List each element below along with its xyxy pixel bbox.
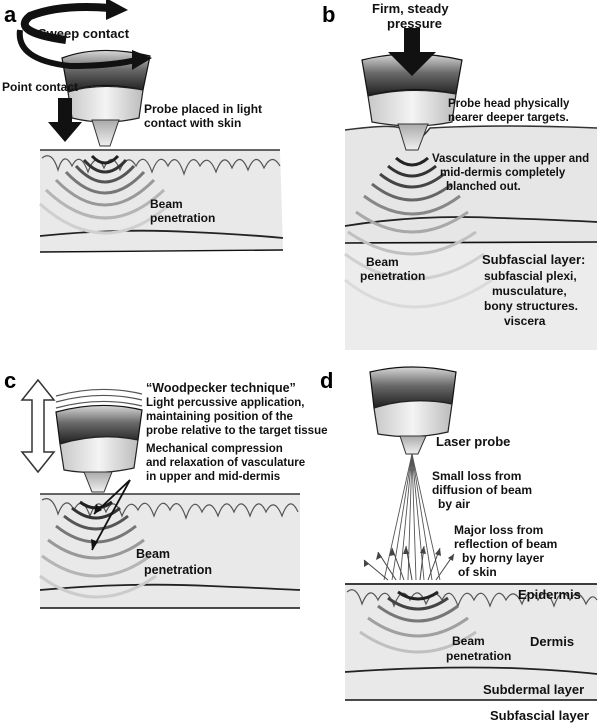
- label-major-4-d: of skin: [458, 565, 497, 579]
- laser-beam-fan-d: [383, 453, 441, 581]
- label-subfascial-title-b: Subfascial layer:: [482, 252, 585, 267]
- sweep-arrow-head-top-a: [106, 0, 128, 20]
- label-probe-head-1-b: Probe head physically: [448, 98, 570, 110]
- dermal-boundary-b: [344, 216, 598, 227]
- probe-d: [369, 366, 457, 455]
- subdermal-line-c: [39, 583, 301, 591]
- label-subfascial-2-b: musculature,: [492, 284, 567, 298]
- tissue-block-c: [40, 494, 300, 608]
- beam-arcs-c: [39, 500, 157, 599]
- panel-b: b Firm, steady pressure Probe: [322, 1, 598, 350]
- panel-letter-c: c: [4, 368, 16, 393]
- label-pressure-1-b: Firm, steady: [372, 1, 449, 16]
- tissue-block-a: [40, 150, 283, 252]
- pointer-head-1-c: [94, 504, 102, 514]
- panel-letter-b: b: [322, 2, 335, 27]
- panel-c: c “Woodpecker tech: [4, 368, 328, 609]
- label-probe-note-1-a: Probe placed in light: [144, 102, 262, 116]
- panel-a: a Sweep contact Point: [2, 0, 284, 253]
- dermal-papillae-d: [346, 589, 598, 608]
- up-down-arrow-c: [20, 378, 56, 474]
- label-vasc-2-b: mid-dermis completely: [440, 167, 566, 179]
- label-beam-2-c: penetration: [144, 563, 212, 577]
- label-subfascial-d: Subfascial layer: [490, 708, 589, 723]
- label-sweep-contact: Sweep contact: [38, 26, 130, 41]
- label-small-1-d: Small loss from: [432, 469, 521, 483]
- label-beam-2-b: penetration: [360, 269, 425, 283]
- label-probe-head-2-b: nearer deeper targets.: [448, 112, 569, 124]
- panel-d: d: [320, 366, 598, 723]
- label-subfascial-4-b: viscera: [504, 314, 546, 328]
- label-pressure-2-b: pressure: [387, 16, 442, 31]
- pointer-line-2-c: [91, 479, 131, 551]
- panel-letter-a: a: [4, 2, 17, 27]
- beam-arcs-d: [359, 590, 477, 654]
- label-point-contact: Point contact: [2, 80, 78, 94]
- label-vasc-3-b: blanched out.: [446, 181, 521, 193]
- label-major-3-d: by horny layer: [462, 551, 544, 565]
- label-woodpecker-c: “Woodpecker technique”: [146, 381, 296, 395]
- tissue-block-d: [345, 584, 597, 700]
- label-small-2-d: diffusion of beam: [432, 483, 532, 497]
- tissue-lower-b: [345, 242, 597, 350]
- fascia-line-b: [344, 241, 598, 244]
- label-beam-1-a: Beam: [150, 197, 183, 211]
- subdermal-line-a: [39, 229, 284, 239]
- label-beam-1-d: Beam: [452, 634, 485, 648]
- sweep-arrow-a: [20, 3, 111, 44]
- probe-c: [55, 388, 143, 493]
- label-probe-note-2-a: contact with skin: [144, 116, 241, 130]
- label-major-2-d: reflection of beam: [454, 537, 557, 551]
- label-beam-2-d: penetration: [446, 649, 511, 663]
- label-mech-1-c: Mechanical compression: [146, 443, 283, 455]
- label-vasc-1-b: Vasculature in the upper and: [432, 153, 589, 165]
- pointer-head-2-c: [91, 539, 98, 550]
- pressure-arrow-b: [388, 28, 436, 76]
- label-beam-1-c: Beam: [136, 547, 170, 561]
- label-subfascial-1-b: subfascial plexi,: [484, 269, 577, 283]
- label-mech-3-c: in upper and mid-dermis: [146, 471, 280, 483]
- dermal-papillae-a: [41, 155, 281, 176]
- reflection-arrowheads-d: [364, 546, 454, 567]
- label-beam-2-a: penetration: [150, 211, 215, 225]
- label-subdermal-d: Subdermal layer: [483, 682, 584, 697]
- label-beam-1-b: Beam: [366, 255, 399, 269]
- label-light-1-c: Light percussive application,: [146, 397, 304, 409]
- label-subfascial-3-b: bony structures.: [484, 299, 578, 313]
- label-dermis-d: Dermis: [530, 634, 574, 649]
- label-light-3-c: probe relative to the target tissue: [146, 425, 328, 437]
- sweep-arrow-lower-a: [16, 29, 137, 70]
- label-light-2-c: maintaining position of the: [146, 411, 293, 423]
- label-small-3-d: by air: [438, 497, 470, 511]
- tissue-bottom-a: [39, 249, 284, 253]
- subdermal-line-d: [344, 666, 598, 675]
- panel-letter-d: d: [320, 368, 333, 393]
- label-major-1-d: Major loss from: [454, 523, 543, 537]
- label-laser-probe-d: Laser probe: [436, 434, 510, 449]
- label-epidermis-d: Epidermis: [518, 587, 581, 602]
- beam-arcs-a: [39, 154, 171, 235]
- point-contact-arrow-a: [48, 98, 82, 142]
- sweep-arrow-head-bottom-a: [132, 50, 152, 70]
- beam-arcs-b: [344, 156, 493, 309]
- label-mech-2-c: and relaxation of vasculature: [146, 457, 305, 469]
